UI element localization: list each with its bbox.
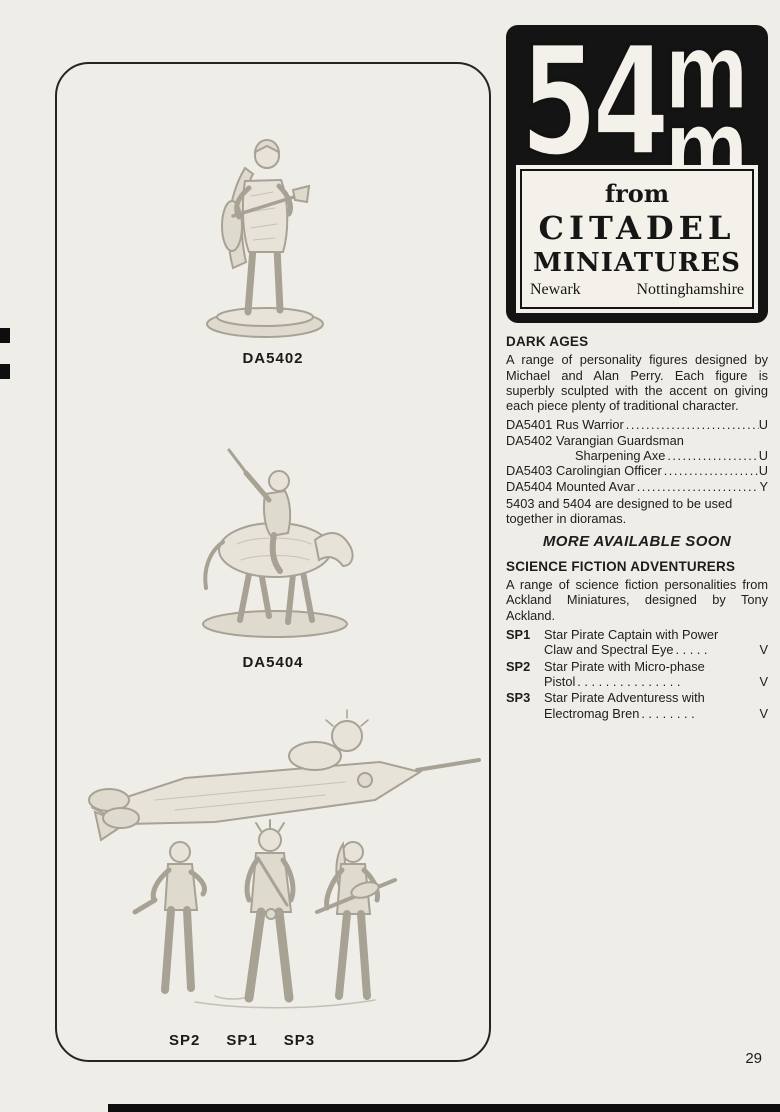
dark-ages-note: 5403 and 5404 are designed to be used to… — [506, 495, 733, 527]
section-title-science-fiction: SCIENCE FICTION ADVENTURERS — [506, 558, 736, 574]
brand-name-miniatures: MINIATURES — [533, 248, 741, 278]
binding-mark — [0, 364, 10, 379]
item-name-line1: Star Pirate Captain with Power — [544, 627, 719, 643]
item-leader: ........................ — [667, 448, 759, 464]
sci-fi-intro: A range of science fiction personalities… — [506, 577, 768, 623]
item-text: Star Pirate Adventuress with Electromag … — [544, 690, 768, 721]
item-name: Rus Warrior — [556, 417, 624, 433]
illustration-da5404-mounted-figure — [145, 394, 405, 649]
item-name: Mounted Avar — [556, 478, 635, 494]
figure-caption-da5402: DA5402 — [242, 350, 304, 367]
binding-mark — [0, 328, 10, 343]
dark-ages-intro: A range of personality figures designed … — [506, 352, 768, 414]
illustration-star-pirates-group — [65, 700, 485, 1020]
section-title-dark-ages: DARK AGES — [506, 334, 589, 349]
catalog-item-da5404: DA5404 Mounted Avar ....................… — [506, 479, 768, 494]
brand-keyline: from CITADEL MINIATURES Newark Nottingha… — [520, 169, 754, 309]
item-text: Star Pirate with Micro-phase Pistol . . … — [544, 659, 768, 690]
figure-caption-sp2: SP2 — [169, 1032, 201, 1049]
item-code: SP1 — [506, 627, 531, 643]
brand-name-citadel: CITADEL — [538, 209, 736, 247]
item-code: DA5401 — [506, 417, 553, 433]
catalog-item-da5402: DA5402 Varangian Guardsman — [506, 433, 768, 448]
catalog-item-sp3: SP3 Star Pirate Adventuress with Electro… — [506, 690, 768, 721]
item-price-code: V — [759, 642, 768, 658]
item-code: SP3 — [506, 690, 531, 706]
catalog-item-da5403: DA5403 Carolingian Officer .............… — [506, 463, 768, 478]
catalog-item-da5402-line2: Sharpening Axe ........................ … — [506, 448, 768, 463]
item-code: SP2 — [506, 658, 531, 674]
size-54-text: 54 — [519, 14, 671, 191]
item-name-continued: Electromag Bren — [544, 705, 640, 721]
item-name: Varangian Guardsman — [556, 432, 684, 448]
catalog-item-sp1: SP1 Star Pirate Captain with Power Claw … — [506, 627, 768, 658]
item-name-line1: Star Pirate with Micro-phase — [544, 658, 705, 674]
brand-town: Newark — [530, 281, 581, 298]
page-edge-bar — [108, 1104, 780, 1112]
catalog-item-da5401: DA5401 Rus Warrior .....................… — [506, 417, 768, 432]
figure-caption-sp1: SP1 — [226, 1032, 258, 1049]
item-leader: ................................ — [625, 417, 759, 433]
illustration-da5402-standing-figure — [175, 86, 355, 346]
figure-caption-sp3: SP3 — [283, 1032, 316, 1049]
from-label: from — [604, 179, 670, 208]
item-code: DA5403 — [506, 463, 553, 479]
size-unit-top: m — [663, 9, 751, 136]
item-name: Carolingian Officer — [556, 463, 662, 479]
item-name-line2: Claw and Spectral Eye . . . . . V — [544, 642, 768, 657]
item-leader: . . . . . — [675, 642, 708, 658]
item-price-code: V — [759, 705, 768, 721]
page-number: 29 — [745, 1050, 762, 1067]
item-name-line2: Electromag Bren . . . . . . . . V — [544, 706, 768, 721]
brand-badge-54mm: 54 m m from CITADEL MINIATURES Newark No… — [506, 9, 768, 323]
item-price-code: U — [758, 463, 768, 479]
brand-county: Nottinghamshire — [636, 281, 744, 298]
item-price-code: Y — [759, 478, 768, 494]
item-name-continued: Claw and Spectral Eye — [544, 642, 674, 658]
catalog-item-sp2: SP2 Star Pirate with Micro-phase Pistol … — [506, 659, 768, 690]
catalog-text-column: DARK AGES A range of personality figures… — [506, 334, 768, 722]
figure-captions-sp: SP2 SP1 SP3 — [169, 1032, 315, 1049]
item-code: DA5404 — [506, 478, 553, 494]
more-available-soon: MORE AVAILABLE SOON — [542, 532, 732, 550]
item-price-code: V — [759, 673, 768, 689]
item-name-continued: Pistol — [544, 673, 576, 689]
item-name-continued: Sharpening Axe — [575, 448, 666, 464]
item-leader: . . . . . . . . — [641, 705, 695, 721]
item-text: Star Pirate Captain with Power Claw and … — [544, 627, 768, 658]
item-price-code: U — [758, 448, 768, 464]
item-name-line1: Star Pirate Adventuress with — [544, 690, 705, 706]
figure-caption-da5404: DA5404 — [242, 654, 304, 671]
brand-box: from CITADEL MINIATURES Newark Nottingha… — [516, 165, 758, 313]
item-leader: . . . . . . . . . . . . . . . — [577, 673, 681, 689]
item-leader: .................... — [663, 463, 759, 479]
item-leader: ............................ — [636, 478, 760, 494]
item-code: DA5402 — [506, 432, 553, 448]
item-name-line2: Pistol . . . . . . . . . . . . . . . V — [544, 674, 768, 689]
item-price-code: U — [758, 417, 768, 433]
brand-location: Newark Nottinghamshire — [528, 281, 746, 299]
illustration-panel: DA5402 DA5404 — [55, 62, 491, 1062]
